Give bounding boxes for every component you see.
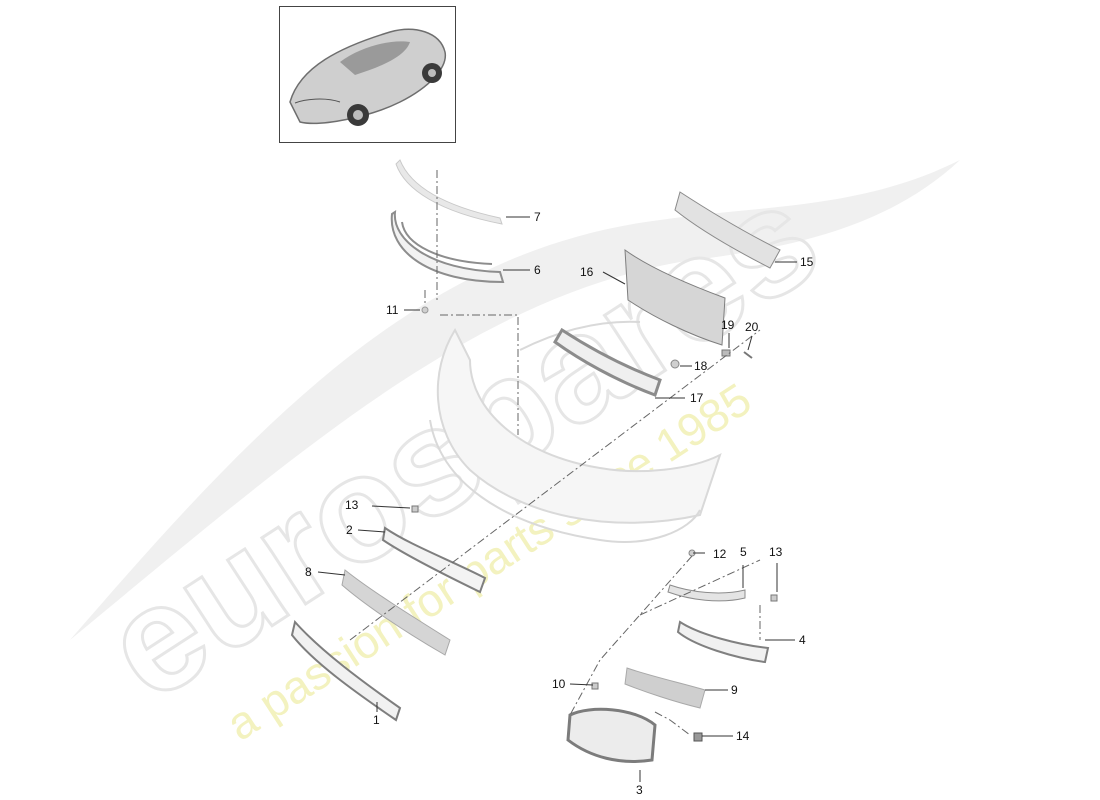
part-10-clip [591, 682, 599, 690]
part-9-mesh [624, 667, 706, 709]
callout-14: 14 [736, 729, 750, 743]
part-18-nut [670, 359, 680, 369]
assembly-lines [349, 170, 761, 736]
part-15-panel [674, 191, 781, 269]
callout-15: 15 [800, 255, 814, 269]
watermark-swoosh [70, 160, 960, 640]
callout-19: 19 [721, 318, 735, 332]
callout-3: 3 [636, 783, 643, 797]
callout-9: 9 [731, 683, 738, 697]
callout-11: 11 [386, 303, 399, 317]
callout-17: 17 [690, 391, 704, 405]
part-20-screw [743, 351, 753, 359]
callout-13-right: 13 [769, 545, 783, 559]
part-3-frame [566, 707, 657, 763]
callout-5: 5 [740, 545, 747, 559]
leader-lines [317, 216, 797, 782]
callout-18: 18 [694, 359, 708, 373]
part-16-panel [624, 248, 726, 346]
callout-1: 1 [373, 713, 380, 727]
part-6-grille-frame [390, 209, 505, 284]
car-thumbnail-icon [289, 28, 446, 126]
callout-8: 8 [305, 565, 312, 579]
callout-2: 2 [346, 523, 353, 537]
part-14-clip [693, 732, 703, 742]
callout-10: 10 [552, 677, 566, 691]
car-thumbnail [279, 6, 456, 143]
callout-16: 16 [580, 265, 594, 279]
bumper-cover [429, 320, 722, 543]
part-17-duct [553, 327, 662, 397]
part-7-mesh-strip [395, 159, 503, 225]
callout-6: 6 [534, 263, 541, 277]
callout-20: 20 [745, 320, 759, 334]
part-8-mesh [341, 569, 451, 656]
part-2-grille [381, 526, 487, 594]
part-13-clip-right [770, 594, 778, 602]
callout-13-left: 13 [345, 498, 359, 512]
part-11-clip [421, 306, 429, 314]
part-13-clip-left [411, 505, 419, 513]
part-4-frame [676, 620, 770, 664]
callout-7: 7 [534, 210, 541, 224]
part-5-strip [667, 584, 746, 602]
callout-4: 4 [799, 633, 806, 647]
callout-12: 12 [713, 547, 727, 561]
part-1-frame [290, 619, 402, 722]
